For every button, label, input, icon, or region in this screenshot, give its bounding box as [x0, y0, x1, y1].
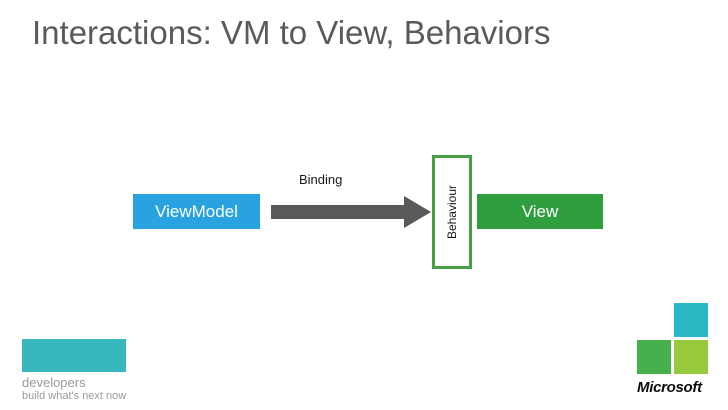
- microsoft-logo-wordmark: Microsoft: [637, 379, 702, 396]
- view-box: View: [477, 194, 603, 229]
- developers-logo: developers build what's next now: [22, 339, 126, 403]
- view-box-label: View: [521, 201, 559, 221]
- developers-logo-tagline: build what's next now: [22, 390, 127, 402]
- behaviour-box-label: Behaviour: [445, 184, 459, 240]
- developers-logo-bar: [22, 339, 126, 372]
- binding-label: Binding: [299, 172, 343, 187]
- developers-logo-name: developers: [22, 375, 86, 390]
- microsoft-logo-lime-square: [674, 340, 708, 374]
- binding-arrow: [271, 196, 431, 228]
- viewmodel-box: ViewModel: [133, 194, 260, 229]
- viewmodel-box-label: ViewModel: [155, 201, 238, 221]
- microsoft-logo-teal-square: [674, 303, 708, 337]
- microsoft-logo-green-square: [637, 340, 671, 374]
- behaviour-box: Behaviour: [432, 155, 472, 269]
- page-title: Interactions: VM to View, Behaviors: [32, 14, 551, 51]
